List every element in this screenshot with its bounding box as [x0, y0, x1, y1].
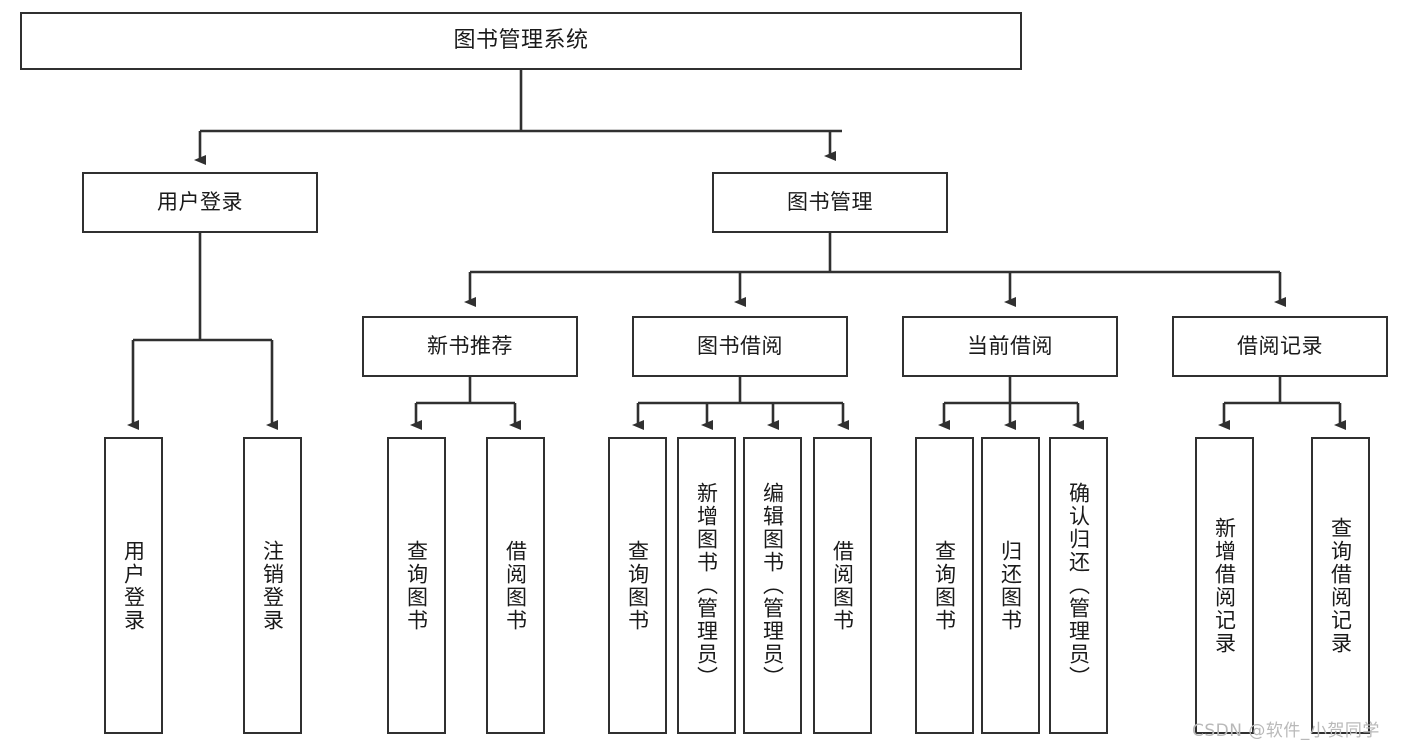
- node-root-book-management-system[interactable]: 图书管理系统: [20, 12, 1022, 70]
- node-label: 查询图书: [625, 539, 650, 632]
- node-label: 归还图书: [998, 539, 1023, 632]
- leaf-borrow-book[interactable]: 借阅图书: [813, 437, 872, 734]
- leaf-add-borrow-record[interactable]: 新增借阅记录: [1195, 437, 1254, 734]
- node-label: 借阅图书: [830, 539, 855, 632]
- node-label: 新增图书（管理员）: [694, 482, 719, 689]
- leaf-return-book[interactable]: 归还图书: [981, 437, 1040, 734]
- node-label: 用户登录: [157, 190, 243, 215]
- leaf-query-book-recommend[interactable]: 查询图书: [387, 437, 446, 734]
- node-label: 查询借阅记录: [1328, 516, 1353, 655]
- node-new-book-recommendation[interactable]: 新书推荐: [362, 316, 578, 377]
- leaf-query-book-borrow[interactable]: 查询图书: [608, 437, 667, 734]
- node-label: 查询图书: [932, 539, 957, 632]
- node-label: 新增借阅记录: [1212, 516, 1237, 655]
- watermark: CSDN @软件_小贺同学: [1192, 721, 1380, 741]
- node-current-borrowing[interactable]: 当前借阅: [902, 316, 1118, 377]
- leaf-add-book-admin[interactable]: 新增图书（管理员）: [677, 437, 736, 734]
- node-label: 借阅记录: [1237, 334, 1323, 359]
- leaf-confirm-return-admin[interactable]: 确认归还（管理员）: [1049, 437, 1108, 734]
- node-label: 确认归还（管理员）: [1066, 482, 1091, 689]
- leaf-user-login[interactable]: 用户登录: [104, 437, 163, 734]
- node-label: 借阅图书: [503, 539, 528, 632]
- leaf-edit-book-admin[interactable]: 编辑图书（管理员）: [743, 437, 802, 734]
- node-label: 编辑图书（管理员）: [760, 482, 785, 689]
- leaf-borrow-book-recommend[interactable]: 借阅图书: [486, 437, 545, 734]
- node-borrowing-record[interactable]: 借阅记录: [1172, 316, 1388, 377]
- node-book-borrowing[interactable]: 图书借阅: [632, 316, 848, 377]
- node-label: 用户登录: [121, 539, 146, 632]
- node-label: 查询图书: [404, 539, 429, 632]
- leaf-query-book-current[interactable]: 查询图书: [915, 437, 974, 734]
- node-user-login[interactable]: 用户登录: [82, 172, 318, 233]
- node-label: 当前借阅: [967, 334, 1053, 359]
- node-label: 新书推荐: [427, 334, 513, 359]
- node-label: 图书管理系统: [453, 28, 589, 54]
- node-book-management[interactable]: 图书管理: [712, 172, 948, 233]
- node-label: 图书借阅: [697, 334, 783, 359]
- leaf-query-borrow-record[interactable]: 查询借阅记录: [1311, 437, 1370, 734]
- node-label: 图书管理: [787, 190, 873, 215]
- leaf-logout[interactable]: 注销登录: [243, 437, 302, 734]
- node-label: 注销登录: [260, 539, 285, 632]
